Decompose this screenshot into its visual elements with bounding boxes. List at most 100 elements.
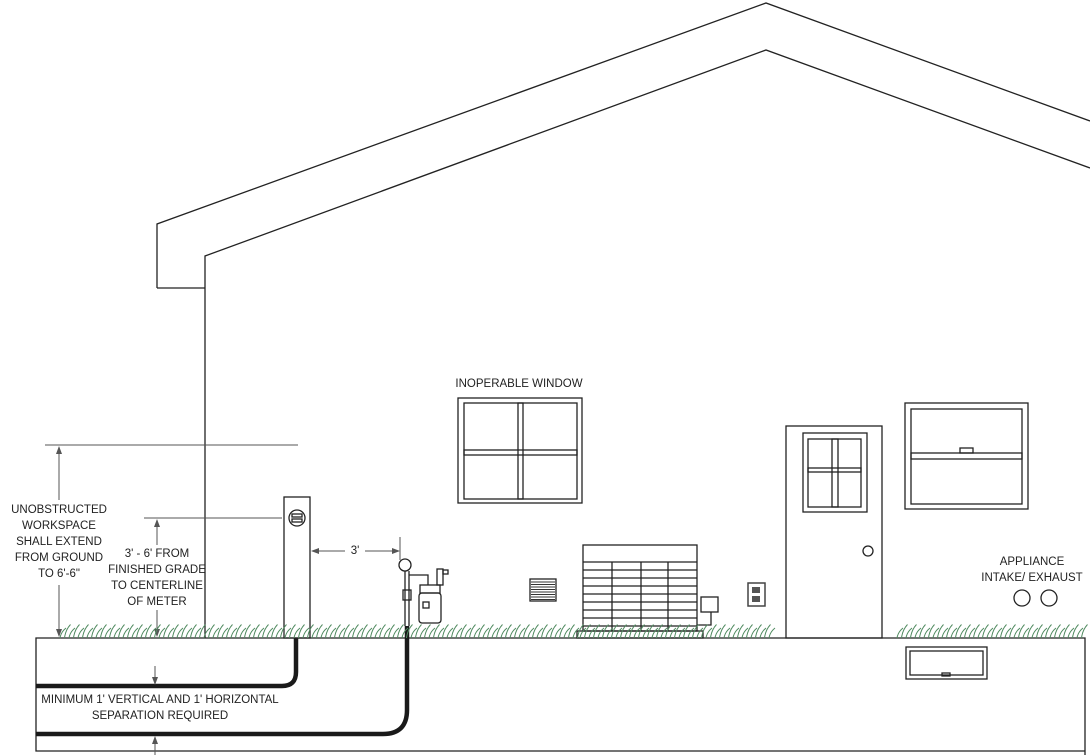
grass-blade [768, 627, 776, 639]
grass-blade [602, 624, 609, 639]
grass-blade [964, 624, 971, 639]
sash-window [904, 402, 1029, 510]
label-line: WORKSPACE [22, 520, 96, 532]
grass-blade [100, 624, 107, 639]
grass-blade [131, 627, 139, 639]
grass-blade [656, 624, 663, 639]
grass-blade [451, 624, 458, 639]
grass-blade [410, 627, 418, 639]
grass-blade [478, 624, 485, 639]
grass-blade [140, 627, 148, 639]
grass-blade [491, 627, 499, 639]
grass-blade [905, 627, 913, 639]
grass-blade [1045, 624, 1052, 639]
door [785, 425, 883, 639]
grass-blade [1009, 624, 1016, 639]
grass-blade [669, 627, 677, 639]
grass-blade [750, 627, 758, 639]
grass-blade [176, 627, 184, 639]
label-line: SHALL EXTEND [16, 536, 102, 548]
grass-blade [343, 624, 350, 639]
grass-blade [419, 627, 427, 639]
grass [59, 624, 1088, 639]
grass-blade [374, 627, 382, 639]
grass-blade [428, 627, 436, 639]
inoperable-window [457, 397, 583, 504]
grass-blade [937, 624, 944, 639]
grass-blade [991, 624, 998, 639]
grass-blade [464, 627, 472, 639]
grass-blade [113, 627, 121, 639]
grass-blade [1027, 624, 1034, 639]
grass-blade [460, 624, 467, 639]
grass-blade [230, 627, 238, 639]
door-knob-icon [862, 545, 874, 557]
electric-line [36, 638, 299, 689]
grass-blade [257, 627, 265, 639]
grass-blade [59, 627, 67, 639]
workspace-label: UNOBSTRUCTED WORKSPACE SHALL EXTEND FROM… [11, 502, 107, 582]
grass-blade [723, 627, 731, 639]
grass-blade [302, 627, 310, 639]
grass-blade [446, 627, 454, 639]
grass-blade [746, 624, 753, 639]
grass-blade [1067, 627, 1075, 639]
grass-blade [541, 624, 548, 639]
grass-blade [275, 627, 283, 639]
grass-blade [392, 627, 400, 639]
grass-blade [505, 624, 512, 639]
grass-blade [678, 627, 686, 639]
grass-blade [248, 627, 256, 639]
grass-blade [95, 627, 103, 639]
grass-blade [901, 624, 908, 639]
grass-blade [683, 624, 690, 639]
grass-blade [532, 624, 539, 639]
grass-blade [316, 624, 323, 639]
grass-blade [955, 624, 962, 639]
grass-blade [262, 624, 269, 639]
grass-blade [203, 627, 211, 639]
grass-blade [928, 624, 935, 639]
grass-blade [932, 627, 940, 639]
grass-blade [919, 624, 926, 639]
grass-blade [1000, 624, 1007, 639]
appliance-vents [1013, 589, 1058, 607]
grass-blade [190, 624, 197, 639]
grass-blade [701, 624, 708, 639]
grass-blade [370, 624, 377, 639]
grass-blade [514, 624, 521, 639]
label-line: FINISHED GRADE [108, 564, 206, 576]
grass-blade [977, 627, 985, 639]
label-line: OF METER [127, 596, 187, 608]
grass-blade [620, 624, 627, 639]
clearance-label: 3' [350, 545, 360, 557]
grass-blade [755, 624, 762, 639]
grass-blade [122, 627, 130, 639]
grass-blade [665, 624, 672, 639]
grass-blade [86, 627, 94, 639]
grass-blade [946, 624, 953, 639]
label-line: SEPARATION REQUIRED [91, 710, 229, 722]
grass-blade [68, 627, 76, 639]
meter-height-label: 3' - 6' FROM FINISHED GRADE TO CENTERLIN… [108, 546, 206, 610]
grass-blade [284, 627, 292, 639]
grass-blade [91, 624, 98, 639]
grass-blade [469, 624, 476, 639]
grass-blade [579, 627, 587, 639]
grass-blade [559, 624, 566, 639]
grass-blade [104, 627, 112, 639]
grass-blade [172, 624, 179, 639]
grass-blade [487, 624, 494, 639]
grass-blade [759, 627, 767, 639]
grass-blade [388, 624, 395, 639]
grass-blade [352, 624, 359, 639]
grass-blade [545, 627, 553, 639]
grass-blade [896, 627, 904, 639]
grass-blade [554, 627, 562, 639]
grass-blade [995, 627, 1003, 639]
grass-blade [986, 627, 994, 639]
grass-blade [293, 627, 301, 639]
grass-blade [158, 627, 166, 639]
grass-blade [1013, 627, 1021, 639]
